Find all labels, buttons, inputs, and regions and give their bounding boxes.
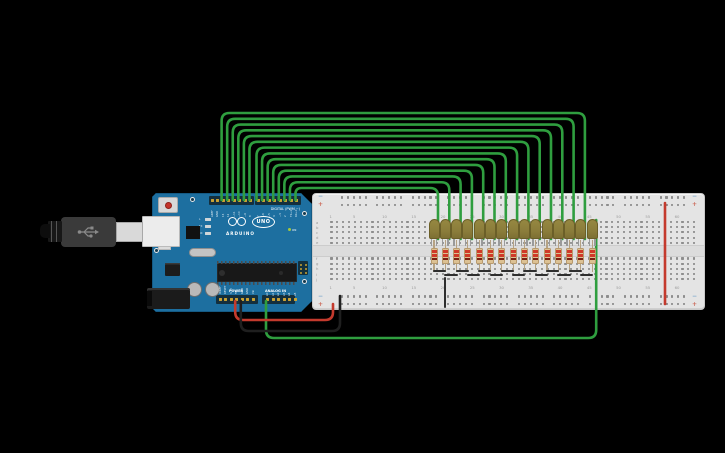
icsp-pin [300,264,302,266]
arduino-logo-icon [228,217,237,226]
header-pin[interactable] [284,199,287,202]
header-pin[interactable] [268,199,271,202]
mounting-hole [302,279,307,284]
led-tx-label: TX [199,225,203,228]
led-rx-indicator [205,232,211,235]
power-on-led [288,228,291,231]
power-barrel-opening [147,291,152,306]
pin-label: AREF [210,210,214,217]
header-pin[interactable] [273,199,276,202]
reset-button-cap[interactable] [165,202,172,209]
usb-port-tab [158,246,171,250]
mounting-hole [190,197,195,202]
power-header-label: POWER [229,289,244,293]
crystal-oscillator [189,248,216,257]
pin-label: A0 [266,292,269,296]
header-pin[interactable] [233,199,236,202]
header-pin[interactable] [288,298,291,301]
arduino-brand-label: ARDUINO [226,231,255,236]
pin-label: GND [240,288,244,294]
pin-label: Vin [251,289,255,294]
atmega-chip [217,263,297,282]
header-pin[interactable] [262,199,265,202]
pin-label: 12 [227,213,231,217]
header-pin[interactable] [294,298,297,301]
breadboard-center-gap [313,245,704,257]
pin-label: GND [246,288,250,294]
header-pin[interactable] [283,298,286,301]
header-pin[interactable] [246,298,249,301]
header-pin[interactable] [227,199,230,202]
header-pin[interactable] [257,199,260,202]
voltage-regulator [165,263,180,276]
header-pin[interactable] [224,298,227,301]
capacitor [205,282,220,297]
header-pin[interactable] [279,199,282,202]
header-pin[interactable] [211,199,214,202]
pin-label: ~9 [243,213,247,217]
usb-cable[interactable] [40,224,50,238]
pin-label: 5V [235,290,239,294]
led-l-indicator [205,218,211,221]
arduino-logo-icon [237,217,246,226]
icsp-pin [305,268,307,270]
led-l-label: L [199,218,201,221]
header-pin[interactable] [266,298,269,301]
pin-label: ~3 [278,213,282,217]
icsp-pin [300,272,302,274]
header-pin[interactable] [277,298,280,301]
arduino-usb-port [142,216,180,247]
header-pin[interactable] [272,298,275,301]
pin-label: ~6 [262,213,266,217]
pin-label: A4 [288,292,292,296]
pin-label: 7 [256,215,260,217]
header-pin[interactable] [244,199,247,202]
usb-controller-chip [186,226,200,239]
mounting-hole [302,211,307,216]
header-pin[interactable] [241,298,244,301]
pin-label: ~11 [232,211,236,217]
pin-label: 13 [221,213,225,217]
pin-label: A2 [277,292,281,296]
header-pin[interactable] [290,199,293,202]
usb-cable-plug[interactable] [61,217,116,247]
header-pin[interactable] [216,199,219,202]
pin-label: TX→1 [289,209,293,217]
reset-button[interactable] [158,197,178,213]
header-pin[interactable] [222,199,225,202]
led-rx-label: RX [199,232,203,235]
usb-plug-shield [116,222,143,242]
pin-label: 2 [284,215,288,217]
led-tx-indicator [205,225,211,228]
chip-pins [217,282,297,285]
pin-label: IOREF [218,286,222,294]
icsp-pin [300,268,302,270]
usb-cable-collar [48,221,62,242]
header-pin[interactable] [238,199,241,202]
header-pin[interactable] [219,298,222,301]
power-on-label: ON [292,227,297,232]
header-pin[interactable] [252,298,255,301]
pin-label: 4 [273,215,277,217]
pin-label: ~5 [267,213,271,217]
usb-trident-icon [77,226,99,238]
icsp-pin [305,272,307,274]
pin-label: A3 [282,292,286,296]
header-pin[interactable] [235,298,238,301]
pin-label: GND [216,211,220,217]
uno-label: UNO [252,216,275,228]
chip-pins [217,261,297,264]
pin-label: ~10 [238,211,242,217]
pin-label: A5 [293,292,297,296]
pin-label: RESET [224,285,228,294]
icsp-pin [305,264,307,266]
power-barrel-jack [147,288,190,309]
pin-label: A1 [271,292,275,296]
header-pin[interactable] [230,298,233,301]
mounting-hole [154,248,159,253]
pin-label: 3.3V [229,288,233,294]
